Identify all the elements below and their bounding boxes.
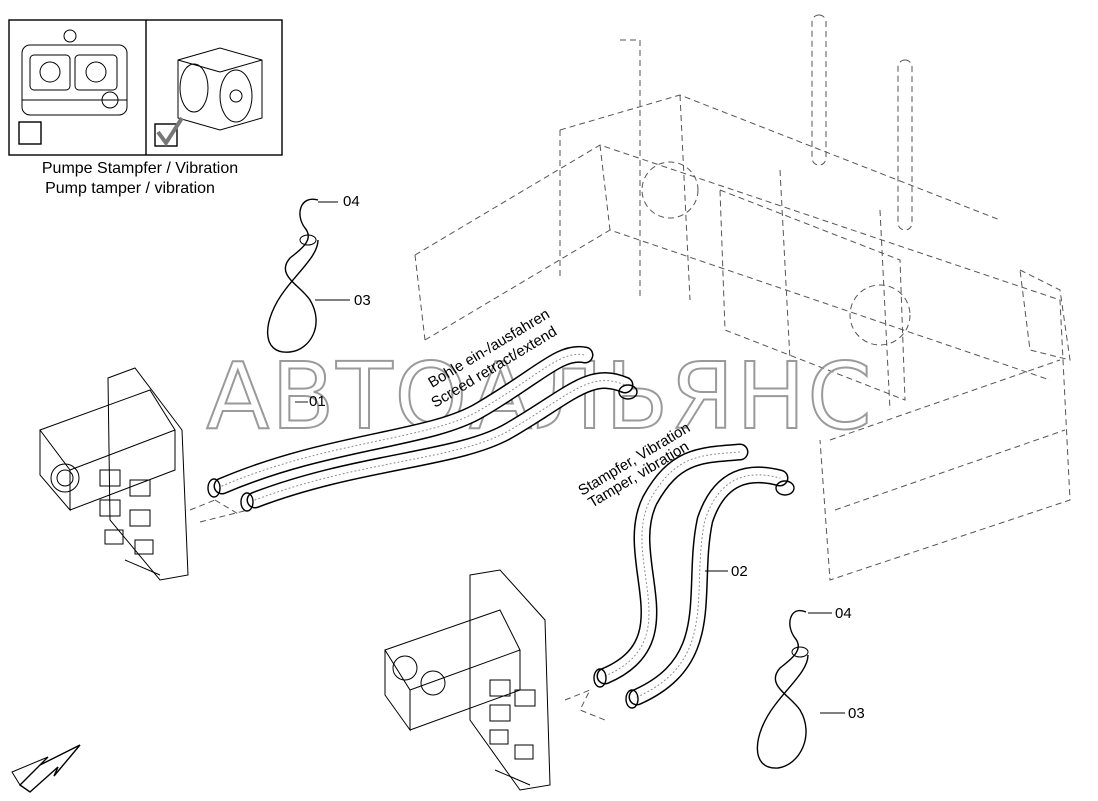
hose-02: [564, 443, 795, 721]
callout-04-bottom: 04: [835, 605, 852, 622]
callout-04-top: 04: [343, 193, 360, 210]
hose-01: [189, 345, 638, 523]
legend-box: Pumpe Stampfer / Vibration Pump tamper /…: [8, 19, 283, 197]
option-1-checkbox: [18, 121, 42, 145]
hose-hanger-top: [266, 198, 319, 353]
callout-02: 02: [731, 563, 748, 580]
hose-hanger-bottom: [756, 609, 809, 769]
gear-pump-icon: [177, 47, 263, 131]
callout-01: 01: [309, 393, 326, 410]
valve-block-left: [39, 367, 189, 581]
watermark-text: АВТОАЛЬЯНС: [206, 343, 873, 450]
direction-arrow-icon: [11, 744, 81, 793]
checkmark-icon: [156, 116, 184, 147]
callout-leaders: [295, 201, 845, 714]
legend-caption-en: Pump tamper / vibration: [45, 180, 215, 197]
callout-03-bottom: 03: [848, 705, 865, 722]
screed-frame-outline: [414, 14, 1071, 581]
pump-assembly-icon: [21, 29, 128, 116]
callout-03-top: 03: [354, 292, 371, 309]
valve-block-bottom: [384, 569, 551, 791]
legend-caption-de: Pumpe Stampfer / Vibration: [42, 160, 238, 177]
